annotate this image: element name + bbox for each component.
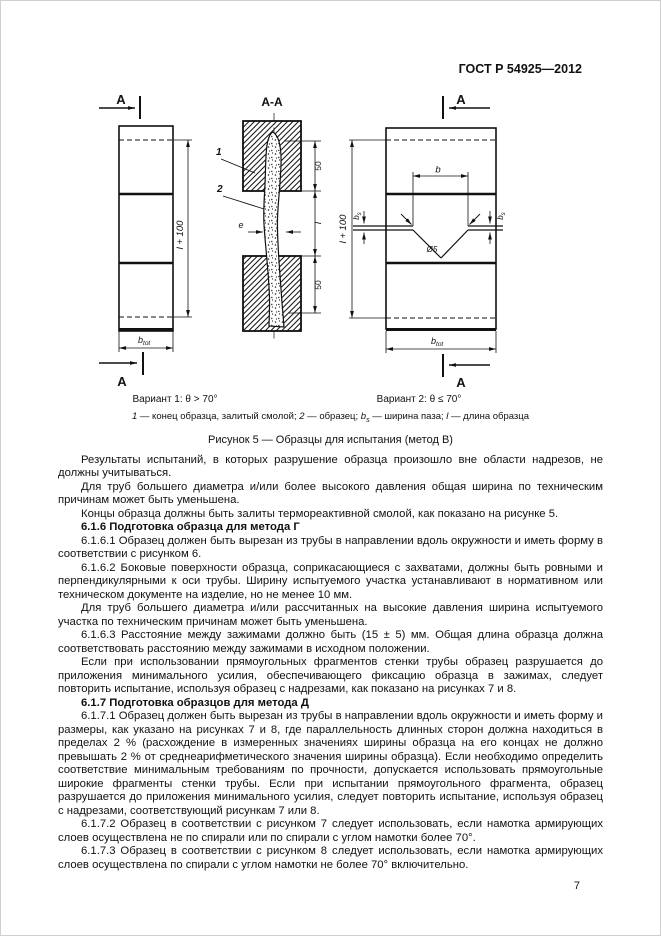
paragraph: 6.1.7.2 Образец в соответствии с рисунко… bbox=[58, 818, 603, 844]
dim-bs-right-label: bs bbox=[496, 212, 507, 219]
paragraph: 6.1.6.1 Образец должен быть вырезан из т… bbox=[58, 534, 603, 561]
dim-l-plus-100-label: l + 100 bbox=[338, 214, 349, 244]
section-aa-drawing: А-А 1 2 e bbox=[216, 95, 324, 341]
legend-symbol-bs: b bbox=[360, 411, 367, 422]
variant1-caption: Вариант 1: θ > 70° bbox=[132, 394, 218, 405]
legend-symbol-l: l bbox=[446, 411, 449, 422]
page-number: 7 bbox=[573, 880, 580, 893]
paragraph: Концы образца должны быть залиты терморе… bbox=[81, 507, 559, 520]
dim-e-label: e bbox=[238, 220, 243, 230]
legend-item-1: 1 bbox=[131, 411, 138, 422]
figure-5: А l + 100 btot bbox=[1, 89, 660, 447]
legend-text-2: — образец; bbox=[304, 411, 361, 422]
paragraph: Для труб большего диаметра и/или рассчит… bbox=[58, 602, 603, 628]
legend-text-1: — конец образца, залитый смолой; bbox=[137, 411, 300, 422]
paragraph: Для труб большего диаметра и/или более в… bbox=[58, 480, 603, 507]
variant2-caption: Вариант 2: θ ≤ 70° bbox=[376, 394, 462, 405]
paragraph: Результаты испытаний, в которых разрушен… bbox=[58, 453, 603, 480]
body-text: Результаты испытаний, в которых разрушен… bbox=[1, 454, 660, 873]
dim-hole-diameter-label: Ø5 bbox=[426, 245, 438, 254]
page-header: ГОСТ Р 54925—2012 bbox=[458, 62, 582, 76]
section-heading-6-1-6: 6.1.6 Подготовка образца для метода Г bbox=[81, 521, 300, 534]
paragraph: 6.1.7.3 Образец в соответствии с рисунко… bbox=[58, 845, 603, 871]
variant1-drawing: А l + 100 btot bbox=[99, 92, 192, 389]
section-mark-a-label: А bbox=[116, 92, 126, 107]
dim-50-top-label: 50 bbox=[313, 161, 323, 171]
dim-l-plus-100-label: l + 100 bbox=[175, 220, 186, 250]
callout-1-label: 1 bbox=[216, 147, 222, 158]
callout-2-label: 2 bbox=[216, 184, 223, 195]
paragraph: 6.1.7.1 Образец должен быть вырезан из т… bbox=[58, 710, 603, 817]
dim-btot-label: btot bbox=[138, 335, 151, 347]
section-mark-a-label: А bbox=[117, 374, 127, 389]
paragraph: 6.1.6.3 Расстояние между зажимами должно… bbox=[58, 629, 603, 655]
paragraph: 6.1.6.2 Боковые поверхности образца, соп… bbox=[58, 561, 603, 601]
dim-50-bottom-label: 50 bbox=[313, 280, 323, 290]
variant2-specimen-outline bbox=[385, 127, 497, 330]
legend-item-2: 2 bbox=[299, 411, 305, 422]
dim-btot-label: btot bbox=[431, 336, 444, 348]
figure-legend: 1 — конец образца, залитый смолой; 2 — о… bbox=[1, 411, 660, 427]
variant1-specimen-outline bbox=[118, 125, 174, 332]
dim-b-label: b bbox=[435, 165, 440, 176]
section-mark-a-label: А bbox=[456, 92, 466, 107]
figure-5-drawing: А l + 100 btot bbox=[99, 92, 507, 390]
dim-bs-left-label: bs bbox=[352, 212, 363, 219]
figure-title: Рисунок 5 — Образцы для испытания (метод… bbox=[208, 433, 453, 446]
paragraph: Если при использовании прямоугольных фра… bbox=[58, 656, 603, 696]
legend-symbol-bs-sub: s bbox=[366, 416, 370, 424]
variant2-drawing: А b Ø5 bbox=[338, 92, 507, 390]
figure-variant-captions: Вариант 1: θ > 70° Вариант 2: θ ≤ 70° bbox=[1, 394, 660, 407]
section-view-title: А-А bbox=[261, 95, 283, 109]
legend-text-3: — ширина паза; bbox=[369, 411, 447, 422]
section-mark-a-label: А bbox=[456, 375, 466, 389]
section-heading-6-1-7: 6.1.7 Подготовка образцов для метода Д bbox=[81, 696, 309, 709]
legend-text-4: — длина образца bbox=[448, 411, 530, 422]
dim-l-label: l bbox=[313, 221, 324, 224]
